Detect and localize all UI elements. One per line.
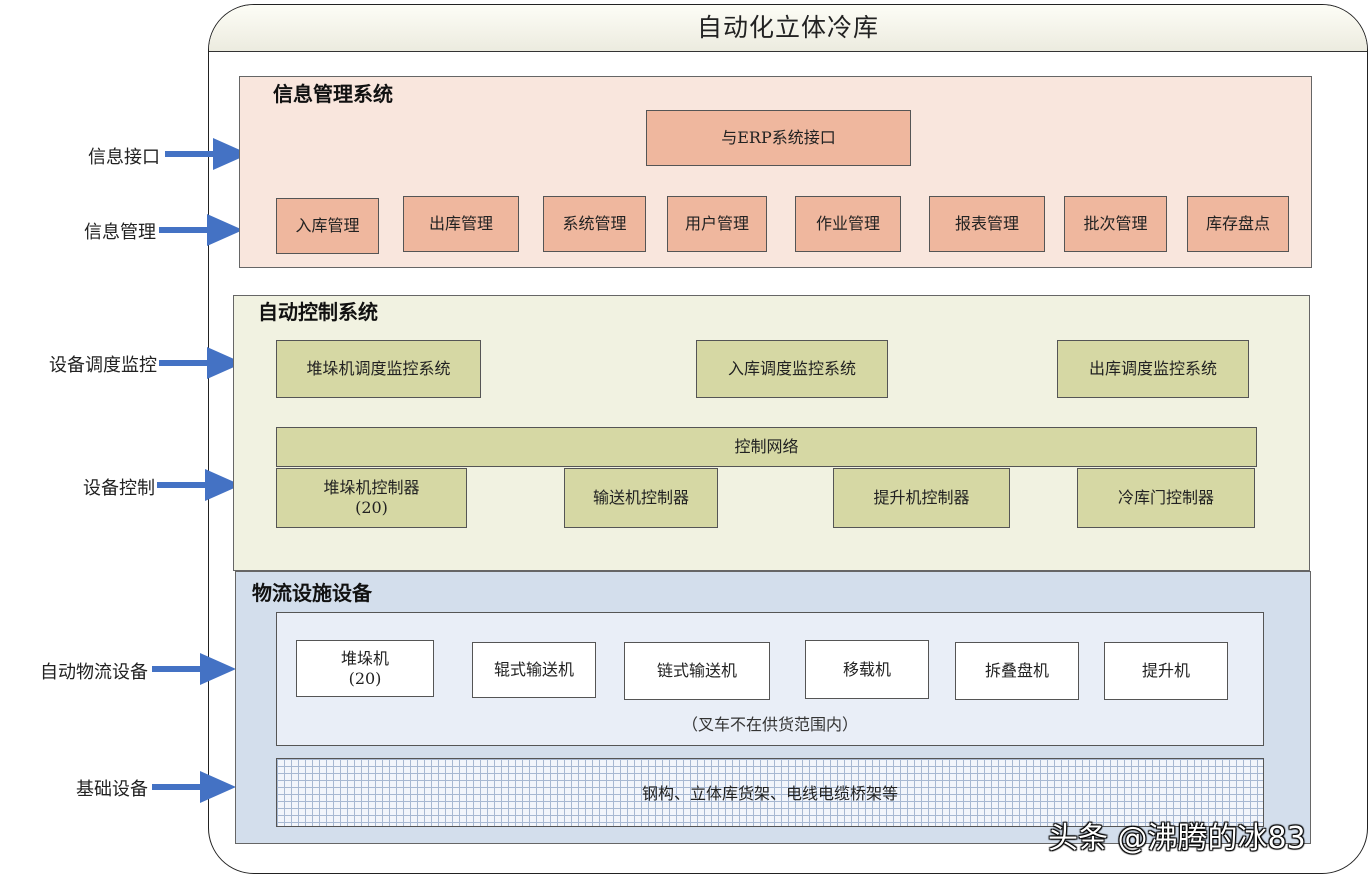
arrow-icon — [152, 771, 236, 803]
monitor-box: 堆垛机调度监控系统 — [276, 340, 481, 398]
foundation-text: 钢构、立体库货架、电线电缆桥架等 — [641, 784, 898, 803]
module-box: 出库管理 — [403, 196, 519, 252]
erp-interface-box: 与ERP系统接口 — [646, 110, 911, 166]
controller-name: 堆垛机控制器 — [323, 478, 420, 497]
equipment-box: 拆叠盘机 — [955, 642, 1079, 700]
monitor-box: 出库调度监控系统 — [1057, 340, 1249, 398]
label-device-control: 设备控制 — [83, 478, 155, 499]
equipment-box: 辊式输送机 — [472, 642, 596, 698]
equipment-count: (20) — [348, 668, 382, 688]
controller-box: 冷库门控制器 — [1077, 468, 1255, 528]
equipment-box: 堆垛机 (20) — [296, 640, 434, 697]
module-box: 入库管理 — [276, 198, 379, 254]
equipment-name: 堆垛机 — [340, 648, 389, 668]
label-info-interface: 信息接口 — [88, 147, 160, 168]
monitor-box: 入库调度监控系统 — [696, 340, 888, 398]
foundation-box — [276, 758, 1264, 827]
forklift-note: （叉车不在供货范围内） — [681, 715, 858, 734]
arrow-icon — [159, 214, 243, 246]
main-title: 自动化立体冷库 — [696, 13, 879, 42]
watermark: 头条 @沸腾的冰83 — [1048, 821, 1306, 856]
equipment-group — [276, 612, 1264, 746]
equipment-box: 移载机 — [805, 640, 929, 699]
logistics-title: 物流设施设备 — [252, 581, 372, 605]
title-bar — [209, 5, 1367, 52]
control-network-bar: 控制网络 — [276, 427, 1257, 467]
module-box: 作业管理 — [795, 196, 901, 252]
arrow-icon — [152, 653, 236, 685]
controller-box: 堆垛机控制器 (20) — [276, 468, 467, 528]
module-box: 批次管理 — [1064, 196, 1167, 252]
arrow-icon — [165, 138, 249, 170]
label-info-management: 信息管理 — [84, 222, 156, 243]
label-device-dispatch: 设备调度监控 — [49, 355, 157, 376]
arrow-icon — [157, 469, 241, 501]
control-system-title: 自动控制系统 — [258, 300, 378, 324]
module-box: 库存盘点 — [1187, 196, 1289, 252]
module-box: 系统管理 — [543, 196, 646, 252]
equipment-box: 提升机 — [1104, 642, 1228, 700]
arrow-icon — [159, 347, 243, 379]
equipment-box: 链式输送机 — [624, 642, 770, 700]
controller-box: 输送机控制器 — [564, 468, 718, 528]
module-box: 报表管理 — [929, 196, 1045, 252]
module-box: 用户管理 — [667, 196, 767, 252]
controller-count: (20) — [355, 498, 388, 517]
label-base-equipment: 基础设备 — [76, 779, 148, 800]
info-system-title: 信息管理系统 — [273, 82, 393, 106]
controller-box: 提升机控制器 — [833, 468, 1010, 528]
label-auto-logistics: 自动物流设备 — [40, 662, 148, 683]
